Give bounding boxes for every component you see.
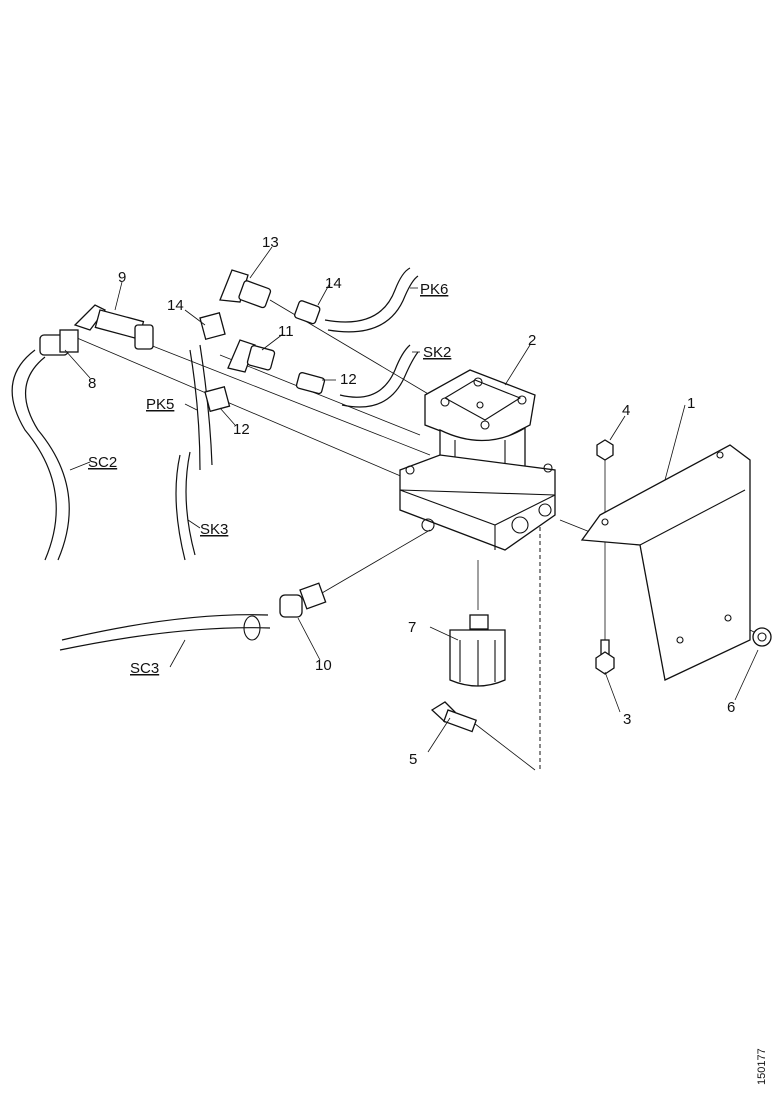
callout-5: 5 xyxy=(409,751,417,768)
nut-6 xyxy=(752,627,772,647)
callout-12-left: 12 xyxy=(233,421,250,438)
label-sk2: SK2 xyxy=(423,344,451,361)
hose-sk3 xyxy=(175,451,196,561)
label-sc3: SC3 xyxy=(130,660,159,677)
callout-7: 7 xyxy=(408,619,416,636)
label-sc2: SC2 xyxy=(88,454,117,471)
callout-3: 3 xyxy=(623,711,631,728)
fitting-8 xyxy=(39,329,79,356)
filter-7 xyxy=(449,614,506,687)
callout-4: 4 xyxy=(622,402,630,419)
connector-12-left xyxy=(204,386,231,413)
elbow-13 xyxy=(219,269,272,309)
nut-4 xyxy=(596,439,614,461)
callout-6: 6 xyxy=(727,699,735,716)
connector-12-right xyxy=(295,372,326,395)
callout-12-right: 12 xyxy=(340,371,357,388)
mounting-bracket xyxy=(580,444,751,681)
label-sk3: SK3 xyxy=(200,521,228,538)
connector-14-left xyxy=(199,312,226,341)
hose-sc3 xyxy=(59,614,271,651)
drawing-number: 150177 xyxy=(756,1048,768,1085)
bolt-3 xyxy=(595,639,615,675)
callout-2: 2 xyxy=(528,332,536,349)
hose-pk5 xyxy=(189,344,213,471)
callout-8: 8 xyxy=(88,375,96,392)
callout-leaders xyxy=(64,246,759,753)
callout-numbers: 1 2 3 4 5 6 7 8 9 10 11 12 12 13 14 14 xyxy=(88,234,735,768)
hose-sc2 xyxy=(11,349,70,561)
callout-11: 11 xyxy=(278,323,294,340)
connector-14-top xyxy=(294,300,321,325)
label-pk5: PK5 xyxy=(146,396,174,413)
fitting-10 xyxy=(279,582,327,618)
hose-sk2 xyxy=(339,344,419,408)
callout-14-top: 14 xyxy=(325,275,342,292)
label-pk6: PK6 xyxy=(420,281,448,298)
callout-10: 10 xyxy=(315,657,332,674)
elbow-11 xyxy=(227,339,276,373)
bolt-5 xyxy=(430,701,478,733)
valve-assembly xyxy=(399,369,556,551)
tube-9 xyxy=(73,304,154,350)
callout-14-left: 14 xyxy=(167,297,184,314)
hose-pk6 xyxy=(324,267,419,333)
callout-9: 9 xyxy=(118,269,126,286)
callout-1: 1 xyxy=(687,395,695,412)
callout-13: 13 xyxy=(262,234,279,251)
hose-labels: PK6 SK2 PK5 SK3 SC2 SC3 xyxy=(88,281,451,677)
